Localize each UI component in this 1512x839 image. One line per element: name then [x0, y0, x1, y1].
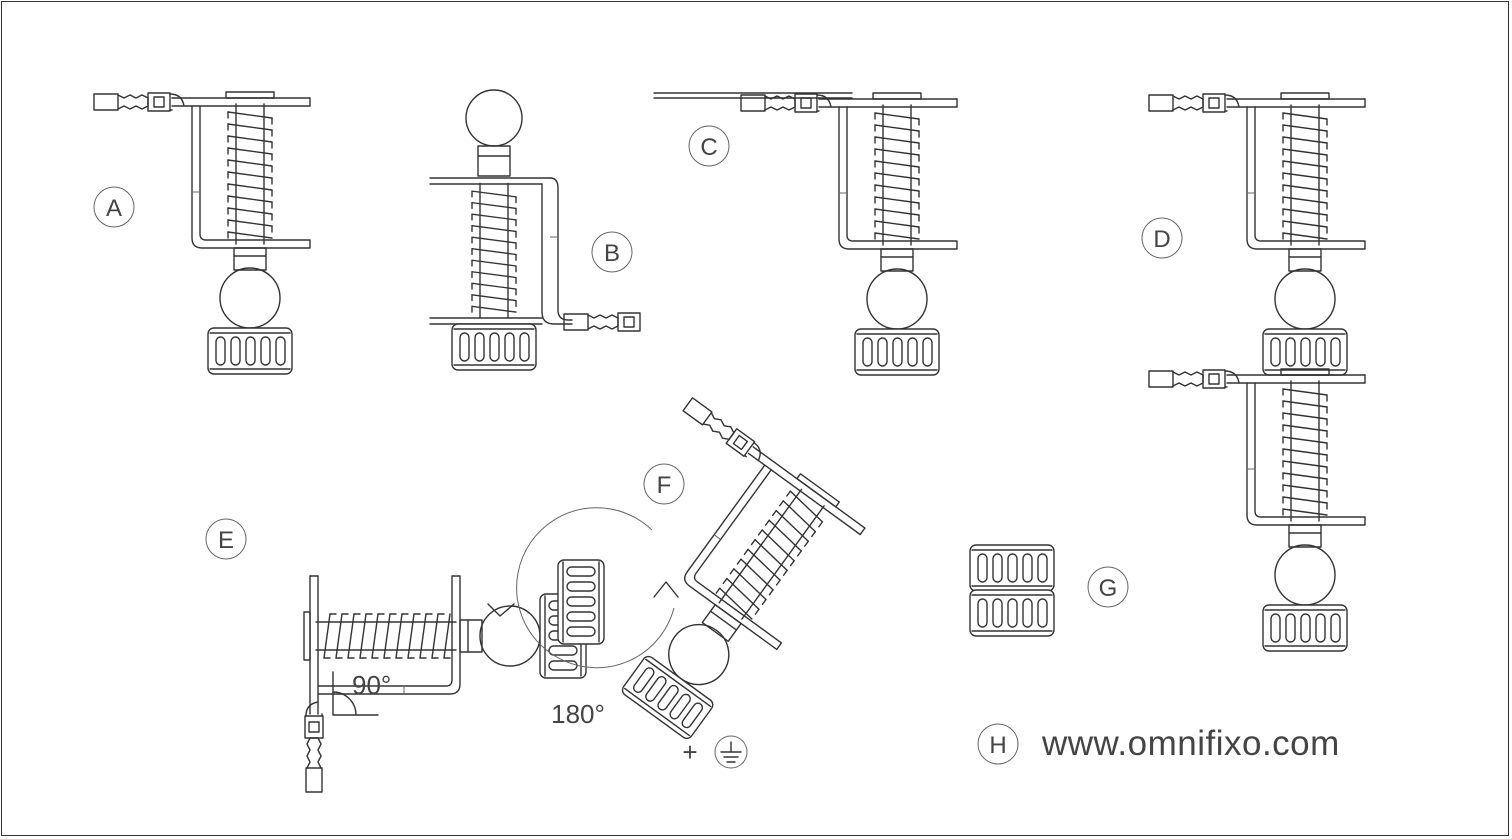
- label-a: A: [106, 195, 122, 222]
- label-e: E: [218, 527, 234, 554]
- footer-h: H www.omnifixo.com: [977, 723, 1340, 765]
- angle-90-text: 90°: [352, 670, 391, 700]
- label-circle-f: [643, 463, 685, 505]
- label-circle-e: [205, 518, 247, 560]
- label-c: C: [700, 134, 717, 161]
- website-url[interactable]: www.omnifixo.com: [1041, 724, 1340, 763]
- angle-180-text: 180°: [551, 699, 605, 729]
- label-b: B: [604, 240, 620, 267]
- label-d: D: [1153, 226, 1170, 253]
- right-angle-icon: [332, 671, 379, 716]
- label-circle-h: [977, 723, 1019, 765]
- label-circle-g: [1087, 566, 1129, 608]
- cap-rotated: [557, 559, 605, 645]
- label-h: H: [989, 732, 1006, 759]
- assembly-a: A: [94, 92, 310, 374]
- ground-icon: [714, 735, 748, 769]
- plus-sign: +: [682, 737, 697, 767]
- label-circle-d: [1141, 217, 1183, 259]
- label-f: F: [657, 472, 672, 499]
- label-circle-a: [93, 186, 135, 228]
- assembly-b: B: [429, 89, 641, 371]
- assembly-c: C: [653, 92, 957, 375]
- assembly-d: D: [1141, 93, 1365, 651]
- assembly-f: F 180° +: [487, 396, 868, 769]
- label-circle-c: [688, 125, 730, 167]
- assembly-e: E 90°: [205, 518, 586, 792]
- rotation-arrow-icon: [487, 507, 679, 669]
- assembly-g: G: [969, 544, 1129, 637]
- label-circle-b: [591, 231, 633, 273]
- label-g: G: [1099, 575, 1118, 602]
